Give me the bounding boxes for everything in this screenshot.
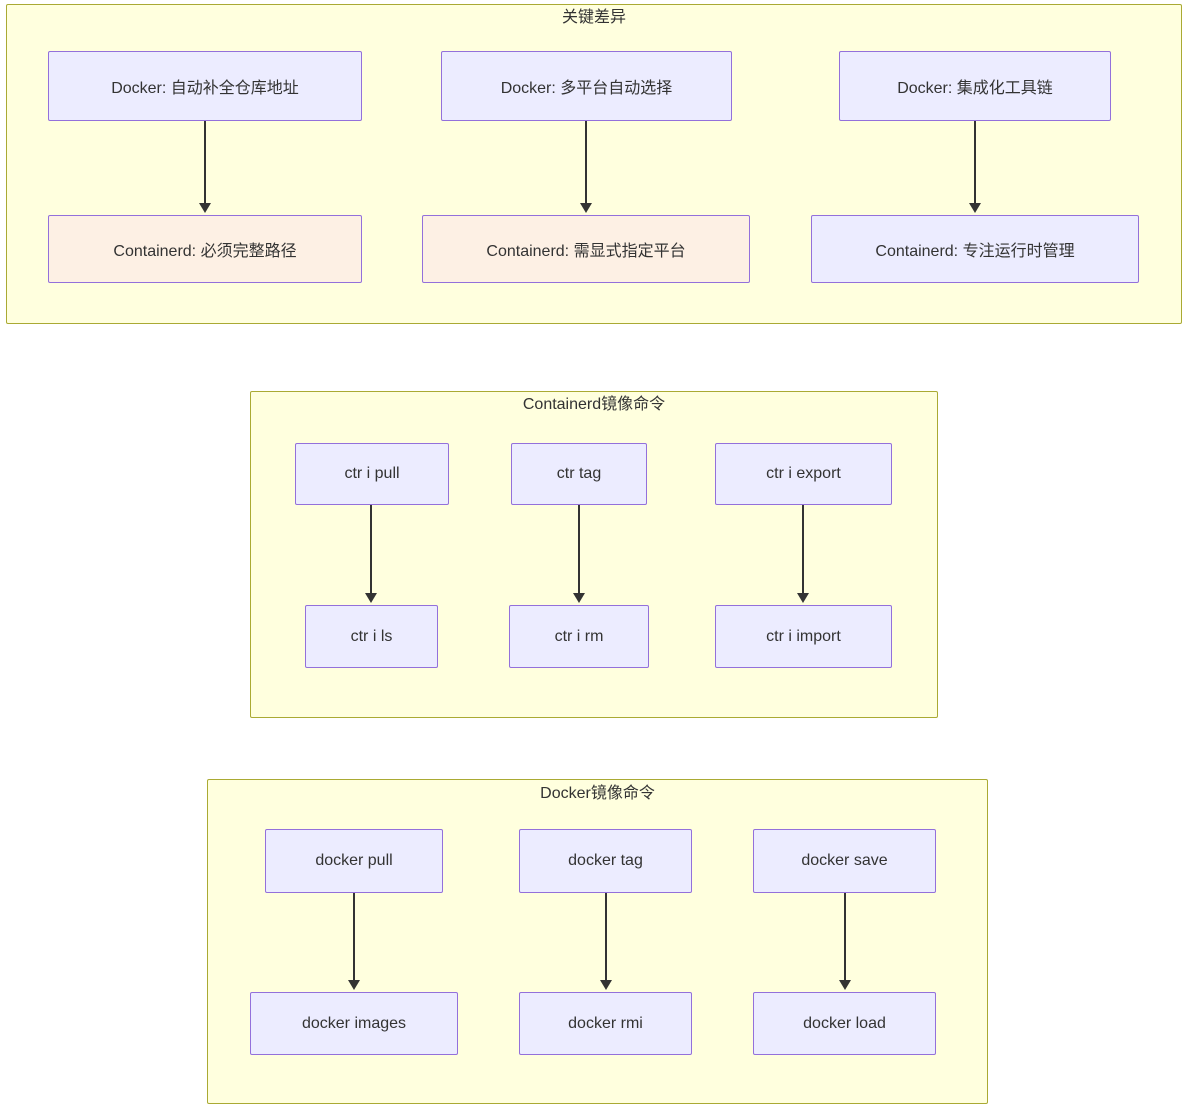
arrowhead-di-n1-to-di-n4	[348, 980, 360, 990]
node-ci-n3[interactable]: ctr i export	[715, 443, 892, 505]
node-di-n5[interactable]: docker rmi	[519, 992, 692, 1055]
arrowhead-ci-n1-to-ci-n4	[365, 593, 377, 603]
edge-ci-n3-to-ci-n6	[802, 505, 804, 595]
arrowhead-kd-n2-to-kd-n5	[580, 203, 592, 213]
edge-di-n3-to-di-n6	[844, 893, 846, 982]
edge-di-n1-to-di-n4	[353, 893, 355, 982]
node-di-n1[interactable]: docker pull	[265, 829, 443, 893]
edge-kd-n3-to-kd-n6	[974, 121, 976, 205]
node-di-n2[interactable]: docker tag	[519, 829, 692, 893]
edge-kd-n1-to-kd-n4	[204, 121, 206, 205]
node-ci-n6[interactable]: ctr i import	[715, 605, 892, 668]
edge-di-n2-to-di-n5	[605, 893, 607, 982]
edge-ci-n1-to-ci-n4	[370, 505, 372, 595]
arrowhead-kd-n3-to-kd-n6	[969, 203, 981, 213]
cluster-docker-image-commands	[207, 779, 988, 1104]
node-ci-n1[interactable]: ctr i pull	[295, 443, 449, 505]
arrowhead-ci-n2-to-ci-n5	[573, 593, 585, 603]
node-di-n6[interactable]: docker load	[753, 992, 936, 1055]
node-kd-n5[interactable]: Containerd: 需显式指定平台	[422, 215, 750, 283]
node-di-n3[interactable]: docker save	[753, 829, 936, 893]
node-kd-n6[interactable]: Containerd: 专注运行时管理	[811, 215, 1139, 283]
node-ci-n4[interactable]: ctr i ls	[305, 605, 438, 668]
edge-ci-n2-to-ci-n5	[578, 505, 580, 595]
arrowhead-di-n2-to-di-n5	[600, 980, 612, 990]
node-ci-n2[interactable]: ctr tag	[511, 443, 647, 505]
arrowhead-ci-n3-to-ci-n6	[797, 593, 809, 603]
arrowhead-kd-n1-to-kd-n4	[199, 203, 211, 213]
node-kd-n3[interactable]: Docker: 集成化工具链	[839, 51, 1111, 121]
node-kd-n1[interactable]: Docker: 自动补全仓库地址	[48, 51, 362, 121]
arrowhead-di-n3-to-di-n6	[839, 980, 851, 990]
node-di-n4[interactable]: docker images	[250, 992, 458, 1055]
cluster-containerd-image-commands	[250, 391, 938, 718]
edge-kd-n2-to-kd-n5	[585, 121, 587, 205]
node-kd-n4[interactable]: Containerd: 必须完整路径	[48, 215, 362, 283]
node-kd-n2[interactable]: Docker: 多平台自动选择	[441, 51, 732, 121]
node-ci-n5[interactable]: ctr i rm	[509, 605, 649, 668]
